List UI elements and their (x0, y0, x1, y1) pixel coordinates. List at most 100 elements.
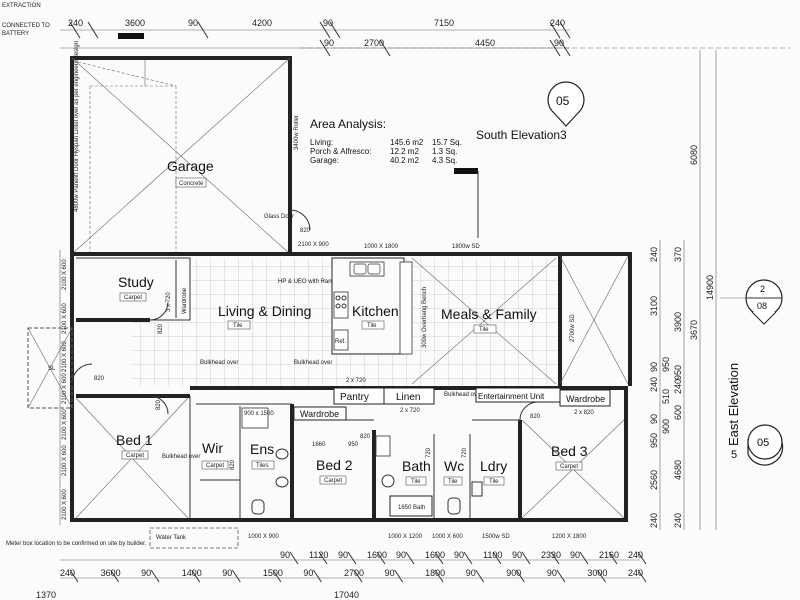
dim-right-misc-90: 90 (649, 362, 659, 372)
dim-marker-top (118, 33, 144, 39)
bedroom-walls (76, 394, 522, 518)
left-window-1: 2100 X 600 (62, 259, 68, 290)
ens-door-820: 820 (230, 459, 236, 470)
meals-family-label: Meals & Family (441, 306, 537, 322)
dim-tick-row1-12 (637, 551, 647, 565)
dim-bottom-row2-14: 240 (628, 568, 643, 578)
bed1-door-820: 820 (156, 399, 162, 410)
dim-tick-row1-9 (550, 551, 560, 565)
window-1000x1200: 1000 X 1200 (388, 534, 423, 540)
wc: Wc Tile 720 (443, 447, 468, 515)
sliding-door-1500: 1500w SD (482, 534, 510, 540)
area-m2-living: 145.6 m2 (390, 138, 424, 147)
left-window-2: 2100 X 600 (62, 303, 68, 334)
ens-floor: Tiles (256, 463, 268, 469)
study-floor: Carpet (124, 295, 142, 301)
kitchen-label: Kitchen (352, 303, 399, 319)
area-sq-living: 15.7 Sq. (432, 138, 462, 147)
dim-top2-90-a: 90 (324, 38, 334, 48)
entertainment-unit-label: Entertainment Unit (478, 392, 545, 401)
left-window-6: 2100 X 600 (62, 489, 68, 520)
dim-bottom-row2-5: 1500 (263, 568, 283, 578)
dim-right-b-950: 950 (673, 365, 683, 380)
hp-ueo-note: HP & UEO with Rangehood over (278, 279, 365, 285)
note-connected: CONNECTED TO (2, 23, 50, 29)
dim-tick-row1-8 (521, 551, 531, 565)
area-title: Area Analysis: (310, 117, 386, 131)
east-elevation-number: 05 (757, 437, 769, 449)
top-dimensions: 240 3600 90 4200 90 7150 240 90 2700 445… (60, 18, 790, 57)
bed3-door-820: 820 (530, 414, 541, 420)
bed1-floor: Carpet (126, 453, 144, 459)
meals-floor: Tile (479, 327, 489, 333)
dim-marker-mid (454, 168, 478, 174)
dim-bottom-row1-4: 90 (396, 550, 406, 560)
dim-tick-row2-4 (231, 569, 241, 583)
bed2-door-820: 820 (360, 434, 371, 440)
dim-tick-row1-6 (463, 551, 473, 565)
dim-right-b-3900: 3900 (673, 312, 683, 332)
linen-label: Linen (396, 392, 420, 403)
kitchen-floor: Tile (367, 323, 377, 329)
dim-right-14900: 14900 (705, 275, 715, 300)
dim-bottom-row2-3: 1400 (182, 568, 202, 578)
pantry-label: Pantry (340, 392, 369, 403)
dim-bottom-row1-0: 90 (280, 550, 290, 560)
dim-top2-90-b: 90 (554, 38, 564, 48)
dim-right-misc-950b: 950 (649, 433, 659, 448)
dim-top-7150: 7150 (434, 18, 454, 28)
wir-floor: Carpet (206, 463, 224, 469)
dim-bottom-row2-6: 90 (303, 568, 313, 578)
bath-door-720: 720 (426, 447, 432, 458)
dim-tick-row1-2 (347, 551, 357, 565)
dim-tick-row2-13 (596, 569, 606, 583)
dim-bottom-row1-6: 90 (454, 550, 464, 560)
area-analysis: Area Analysis: Living: 145.6 m2 15.7 Sq.… (310, 117, 462, 165)
dim-tick-row2-14 (637, 569, 647, 583)
dim-bottom-1370: 1370 (36, 590, 56, 600)
garage-label: Garage (167, 158, 214, 174)
glass-door-label: Glass Door (264, 214, 294, 220)
dim-bottom-row1-11: 2160 (599, 550, 619, 560)
bed2-floor: Carpet (324, 478, 342, 484)
dim-right-a-2560: 2560 (649, 470, 659, 490)
dim-right-misc-240: 240 (673, 379, 683, 394)
window-1000x1800: 1000 X 1800 (364, 244, 399, 250)
dim-bottom-row1-10: 90 (570, 550, 580, 560)
bulkhead-living: Bulkhead over (200, 360, 238, 366)
dim-tick-row1-10 (579, 551, 589, 565)
east-elevation-label: East Elevation (726, 363, 741, 446)
living-floor: Tile (233, 323, 243, 329)
area-label-garage: Garage: (310, 156, 339, 165)
dim-bottom-row1-1: 1120 (309, 550, 328, 560)
window-2100x900: 2100 X 900 (298, 242, 329, 248)
bed1-label: Bed 1 (116, 432, 153, 448)
dim-top2-2700: 2700 (364, 38, 384, 48)
water-tank-label: Water Tank (156, 535, 187, 541)
south-elevation-marker: 05 South Elevation3 (476, 81, 585, 142)
dim-bottom-row1-3: 1600 (367, 550, 387, 560)
dim-bottom-row2-0: 240 (60, 568, 75, 578)
ldry-label: Ldry (480, 458, 507, 474)
dim-bottom-row2-10: 90 (466, 568, 476, 578)
area-label-living: Living: (310, 138, 333, 147)
dim-tick-row1-4 (405, 551, 415, 565)
garage-floor: Concrete (179, 181, 204, 187)
bed-2: Wardrobe 1660 950 820 Bed 2 Carpet (293, 406, 371, 485)
dim-right-a-240-3: 240 (649, 513, 659, 528)
dim-right-c-510: 510 (661, 389, 671, 404)
wc-floor: Tile (448, 479, 458, 485)
bath-label: Bath (402, 458, 431, 474)
wir-label: Wir (202, 440, 223, 456)
wardrobe-bed3-label: Wardrobe (566, 394, 605, 404)
dim-bottom-row1-7: 1100 (483, 550, 502, 560)
wardrobe-bed3-doors: 2 x 820 (574, 410, 594, 416)
area-m2-porch: 12.2 m2 (390, 147, 419, 156)
dim-bottom-row2-12: 90 (547, 568, 557, 578)
dim-tick-row2-7 (353, 569, 363, 583)
dim-right-c-900: 900 (661, 419, 671, 434)
south-elevation-label: South Elevation3 (476, 128, 567, 142)
entry-door-820: 820 (94, 376, 105, 382)
dim-tick-row2-6 (312, 569, 322, 583)
left-window-4: 2100 X 600 (62, 409, 68, 440)
